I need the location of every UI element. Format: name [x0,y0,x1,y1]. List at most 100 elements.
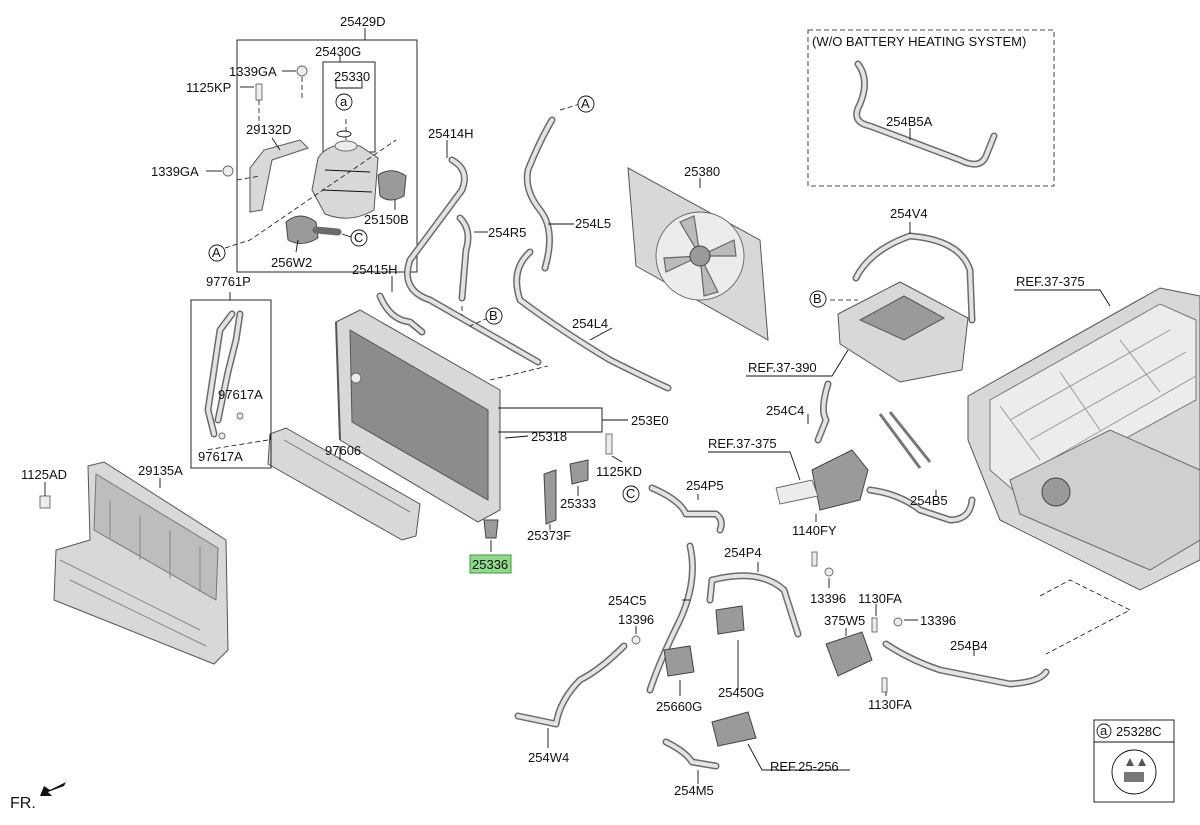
legend-marker: a [1100,723,1108,738]
nut-1339GA-mid [222,165,234,177]
bolt-1125KP [255,83,263,101]
label-254P4: 254P4 [724,545,762,560]
label-25660G: 25660G [656,699,702,714]
label-256W2: 256W2 [271,255,312,270]
label-1130FA-lower: 1130FA [868,697,912,712]
label-1339GA-top: 1339GA [229,64,277,79]
label-25336: 25336 [472,557,508,572]
condenser-97606 [267,427,421,541]
clip-97617A-1 [236,412,244,420]
bracket-25373F [543,469,557,525]
label-13396-left: 13396 [618,612,654,627]
cooling-fan-shroud: 25380 [627,164,769,341]
air-guard: 1125AD 29135A [21,461,229,665]
drain-plug-25336 [483,519,499,539]
bracket-25333 [569,459,589,485]
reservoir-group-frame [236,39,418,273]
label-254C4: 254C4 [766,403,804,418]
label-254V4: 254V4 [890,206,928,221]
label-25373F: 25373F [527,528,571,543]
label-1125AD: 1125AD [21,467,67,482]
valve-25660G [663,645,695,677]
label-25429D: 25429D [340,14,386,29]
label-25430G: 25430G [315,44,361,59]
valve-25450G [715,605,745,635]
legend-part: 25328C [1116,724,1162,739]
label-13396-right: 13396 [920,613,956,628]
heater-group: 254C4 REF.37-375 254B5 1140FY [708,380,976,538]
label-1130FA-upper: 1130FA [858,591,902,606]
label-REF37-375-battery: REF.37-375 [1016,274,1085,289]
battery-pack: REF.37-375 [967,274,1200,591]
label-29132D: 29132D [246,122,292,137]
label-254R5: 254R5 [488,225,526,240]
legend-frame [1093,719,1175,803]
callout-b-radiator-text: B [489,308,498,323]
callout-a-reservoir [335,93,353,111]
label-25415H: 25415H [352,262,398,277]
callout-a-left [208,244,226,262]
label-254B4: 254B4 [950,638,988,653]
front-arrow-icon [40,782,66,796]
label-1140FY: 1140FY [792,523,837,538]
highlight-25336 [469,554,512,574]
sensor-valve [377,170,407,201]
label-254L4: 254L4 [572,316,608,331]
label-254B5: 254B5 [910,493,948,508]
electric-water-pump [285,215,319,244]
coolant-heater [811,449,869,511]
label-25414H: 25414H [428,126,474,141]
bolt-1130FA-b [881,677,888,693]
ac-line-frame [190,299,272,469]
front-label: FR. [10,795,36,812]
front-direction-indicator: FR. [10,782,66,812]
callout-a-left-text: A [212,245,221,260]
washer-13396-b [631,635,641,645]
inset-frame [807,29,1055,187]
label-25380: 25380 [684,164,720,179]
legend-box: a 25328C [1093,719,1175,803]
label-1125KD: 1125KD [596,464,642,479]
label-1125KP: 1125KP [186,80,231,95]
callout-c-lower-text: C [626,486,635,501]
ac-line-group: 97761P 97617A 97617A [190,274,272,469]
bolt-1125AD [39,495,51,509]
label-254L5: 254L5 [575,216,611,231]
callout-a-right [577,95,595,113]
reservoir-cap [334,140,358,152]
label-25333: 25333 [560,496,596,511]
label-REF37-390: REF.37-390 [748,360,817,375]
inset-panel: (W/O BATTERY HEATING SYSTEM) 254B5A [807,29,1055,187]
label-25318: 25318 [531,429,567,444]
label-97617A-2: 97617A [198,449,243,464]
upper-hoses: 25414H 254R5 254L5 25415H 254L4 A B [352,95,672,392]
label-375W5: 375W5 [824,613,865,628]
label-25150B: 25150B [364,212,409,227]
battery-port [1041,477,1071,507]
bolt-1140FY [811,551,818,567]
callout-a-right-text: A [581,96,590,111]
washer-13396-c [893,617,903,627]
label-97617A-1: 97617A [218,387,263,402]
label-254M5: 254M5 [674,783,714,798]
label-97761P: 97761P [206,274,251,289]
label-25330: 25330 [334,69,370,84]
callout-c-lower [622,485,640,503]
callout-b-charger [809,290,827,308]
cooler-ref-25-256 [711,711,757,747]
washer-13396-a [824,567,834,577]
callout-a-reservoir-text: a [340,94,348,109]
label-254W4: 254W4 [528,750,569,765]
callout-b-radiator [485,307,503,325]
callout-c-reservoir-text: C [354,230,363,245]
label-254P5: 254P5 [686,478,724,493]
label-254B5A: 254B5A [886,114,933,129]
lower-piping: C 254P5 254P4 254C5 13396 13396 1130FA 3… [514,478,1131,798]
label-29135A: 29135A [138,463,183,478]
label-25450G: 25450G [718,685,764,700]
callout-b-charger-text: B [813,291,822,306]
hose-254W4 [514,642,628,728]
inset-title: (W/O BATTERY HEATING SYSTEM) [812,34,1026,49]
label-97606: 97606 [325,443,361,458]
